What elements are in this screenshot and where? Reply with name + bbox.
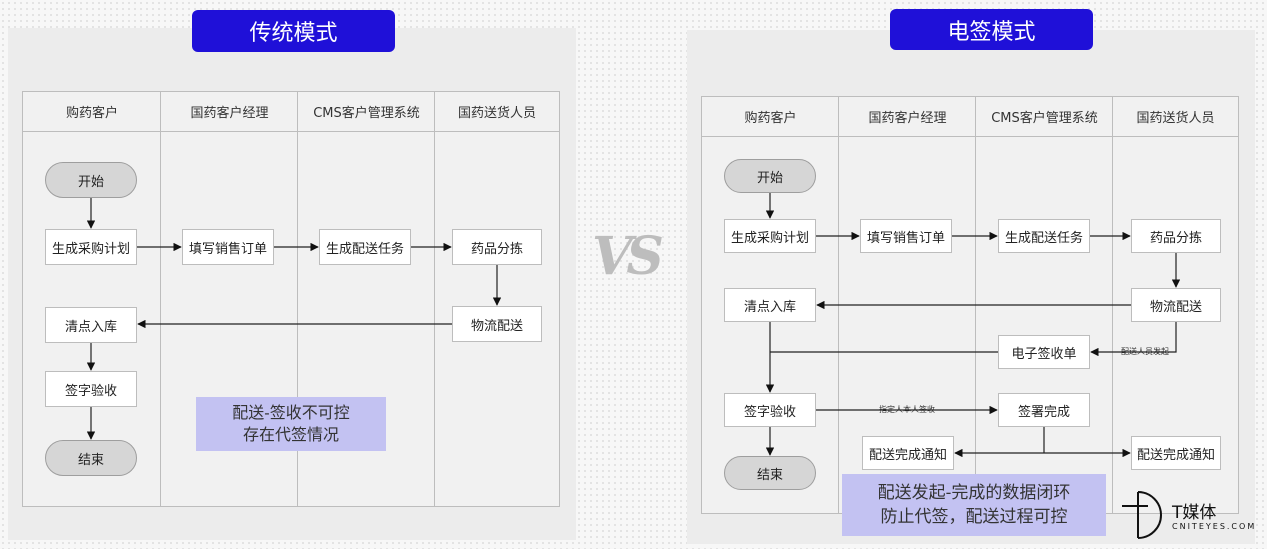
traditional-note: 配送-签收不可控 存在代签情况 bbox=[196, 397, 386, 451]
lane-header-manager: 国药客户经理 bbox=[161, 92, 298, 132]
node-start: 开始 bbox=[45, 162, 137, 198]
node-signing-complete: 签署完成 bbox=[998, 393, 1090, 427]
node-generate-delivery-task: 生成配送任务 bbox=[998, 219, 1090, 253]
traditional-title: 传统模式 bbox=[192, 10, 395, 52]
lane-header-cms: CMS客户管理系统 bbox=[976, 97, 1113, 137]
lane-header-manager: 国药客户经理 bbox=[839, 97, 976, 137]
node-generate-purchase-plan: 生成采购计划 bbox=[724, 219, 816, 253]
lane-header-customer: 购药客户 bbox=[702, 97, 839, 137]
lane-divider bbox=[160, 92, 161, 506]
brand-name: T媒体 bbox=[1172, 503, 1217, 523]
brand-logo: T媒体 CNITEYES.COM bbox=[1118, 488, 1264, 544]
versus-mark: VS bbox=[592, 226, 664, 287]
node-fill-sales-order: 填写销售订单 bbox=[182, 229, 274, 265]
node-logistics-delivery: 物流配送 bbox=[452, 306, 542, 342]
node-generate-purchase-plan: 生成采购计划 bbox=[45, 229, 137, 265]
esign-note: 配送发起-完成的数据闭环 防止代签，配送过程可控 bbox=[842, 474, 1106, 536]
brand-logo-icon bbox=[1122, 491, 1162, 539]
esign-title: 电签模式 bbox=[890, 9, 1093, 50]
lane-header-cms: CMS客户管理系统 bbox=[298, 92, 435, 132]
node-end: 结束 bbox=[45, 440, 137, 476]
note-line: 配送发起-完成的数据闭环 bbox=[877, 483, 1071, 503]
node-end: 结束 bbox=[724, 456, 816, 490]
node-e-receipt: 电子签收单 bbox=[998, 335, 1090, 369]
node-fill-sales-order: 填写销售订单 bbox=[860, 219, 952, 253]
lane-header-delivery: 国药送货人员 bbox=[1113, 97, 1238, 137]
lane-divider bbox=[434, 92, 435, 506]
node-count-stock-in: 清点入库 bbox=[45, 307, 137, 343]
node-start: 开始 bbox=[724, 159, 816, 193]
node-logistics-delivery: 物流配送 bbox=[1131, 288, 1221, 322]
node-sign-acceptance: 签字验收 bbox=[724, 393, 816, 427]
node-generate-delivery-task: 生成配送任务 bbox=[319, 229, 411, 265]
note-line: 防止代签，配送过程可控 bbox=[880, 507, 1068, 527]
node-count-stock-in: 清点入库 bbox=[724, 288, 816, 322]
arrow bbox=[1090, 322, 1177, 357]
brand-domain: CNITEYES.COM bbox=[1172, 522, 1257, 531]
note-line: 配送-签收不可控 bbox=[232, 403, 350, 422]
lane-header-customer: 购药客户 bbox=[23, 92, 161, 132]
node-drug-sorting: 药品分拣 bbox=[452, 229, 542, 265]
node-sign-acceptance: 签字验收 bbox=[45, 371, 137, 407]
lane-header-delivery: 国药送货人员 bbox=[435, 92, 559, 132]
node-delivery-complete-notice-delivery: 配送完成通知 bbox=[1131, 436, 1221, 470]
note-line: 存在代签情况 bbox=[242, 425, 339, 444]
lane-divider bbox=[297, 92, 298, 506]
node-delivery-complete-notice-manager: 配送完成通知 bbox=[862, 436, 954, 470]
node-drug-sorting: 药品分拣 bbox=[1131, 219, 1221, 253]
